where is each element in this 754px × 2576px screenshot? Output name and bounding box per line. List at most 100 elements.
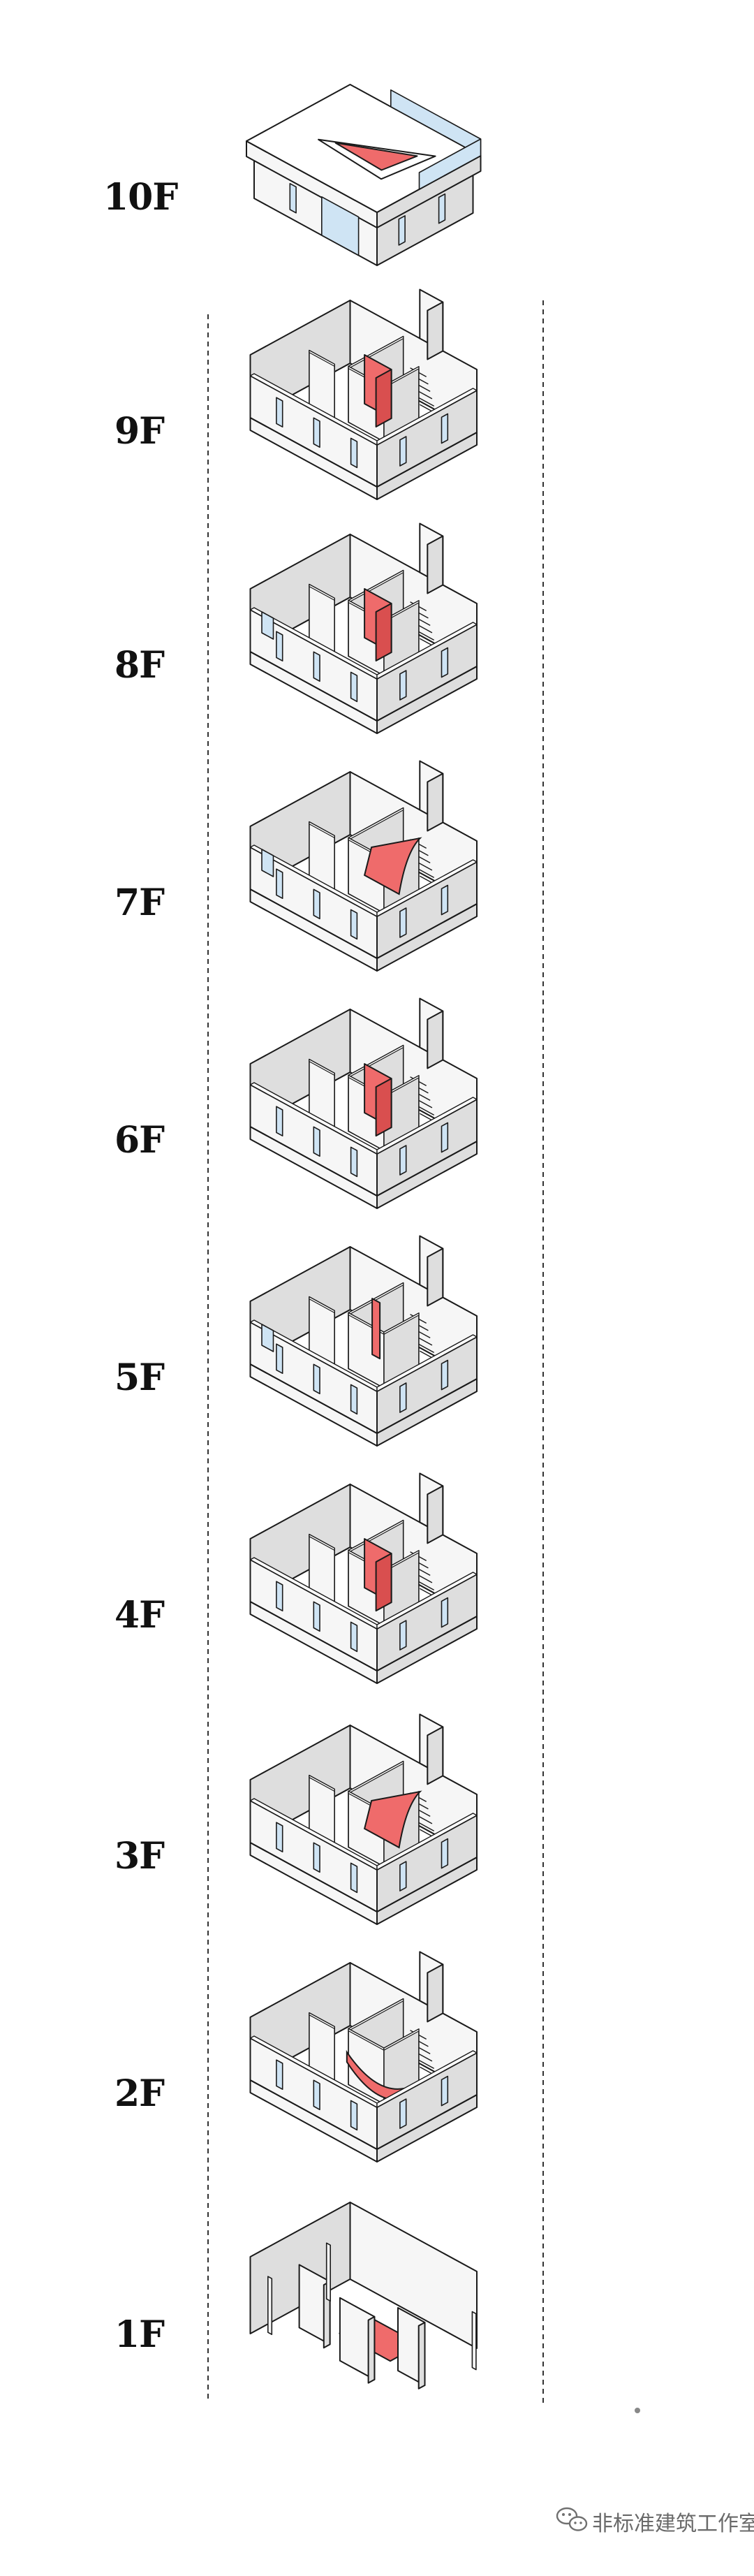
floor-label-1f: 1F <box>114 2313 165 2356</box>
floor-label-4f: 4F <box>114 1594 165 1637</box>
window <box>399 1620 407 1651</box>
stair-tower-side <box>427 535 444 594</box>
window <box>313 1126 320 1157</box>
stair-step <box>417 868 435 878</box>
wall-cap-right <box>376 859 478 917</box>
partition-cap <box>383 2028 420 2051</box>
watermark-text: 非标准建筑工作室 <box>592 2512 754 2536</box>
partition-cap <box>309 2012 335 2030</box>
window <box>313 1842 320 1873</box>
parapet-glass-side <box>418 138 482 190</box>
window <box>441 1359 449 1391</box>
floor-label-5f: 5F <box>114 1356 165 1399</box>
floor-6f <box>249 997 478 1209</box>
wall-cap-right <box>376 2050 478 2108</box>
window <box>350 2100 358 2131</box>
partition-cap <box>309 1058 335 1076</box>
vertical-guide-lines <box>207 300 544 2403</box>
floor-3f <box>249 1713 478 1925</box>
marker-dot <box>635 2408 640 2413</box>
window <box>441 1597 449 1628</box>
window <box>276 868 283 899</box>
window <box>441 2075 449 2107</box>
window <box>399 436 407 467</box>
floor-8f <box>249 522 478 734</box>
wall-cap-right <box>376 622 478 680</box>
floor-label-7f: 7F <box>114 881 165 924</box>
roof-entrance-glass <box>320 196 360 256</box>
stair-step <box>417 1822 435 1831</box>
wall-cap-right <box>376 1334 478 1392</box>
window <box>313 417 320 448</box>
stair-tower-side <box>427 1726 444 1785</box>
stair-tower-side <box>427 1247 444 1307</box>
stair-tower-side <box>427 773 444 832</box>
floor-9f <box>249 288 478 500</box>
accent-panel-side <box>375 369 392 427</box>
partition-cap <box>309 1296 335 1314</box>
floor-label-9f: 9F <box>114 410 165 453</box>
window <box>350 1621 358 1653</box>
window <box>313 2079 320 2111</box>
window <box>276 1822 283 1852</box>
floor-label-10f: 10F <box>103 176 178 219</box>
balcony-glass <box>261 849 274 877</box>
accent-curved-wall <box>363 837 422 895</box>
window <box>313 651 320 682</box>
wall-cap-right <box>376 1097 478 1155</box>
window <box>276 397 283 428</box>
wechat-icon <box>556 2507 588 2531</box>
window <box>350 1384 358 1415</box>
balcony-glass <box>261 1324 274 1352</box>
partition-cap <box>309 583 335 601</box>
ground-column <box>267 2276 273 2335</box>
window <box>276 1106 283 1136</box>
stair-step <box>417 1106 435 1115</box>
balcony-glass <box>261 611 274 640</box>
accent-panel-side <box>375 1553 392 1612</box>
window <box>399 1861 407 1891</box>
window <box>398 215 406 246</box>
stair-tower-side <box>427 1485 444 1544</box>
floor-2f <box>249 1951 478 2162</box>
floor-stack <box>246 84 640 2413</box>
floor-10f <box>246 84 482 266</box>
window <box>441 413 449 444</box>
floor-label-6f: 6F <box>114 1119 165 1162</box>
partition-cap <box>309 350 335 367</box>
window <box>399 1382 407 1413</box>
window <box>276 1581 283 1611</box>
floor-label-8f: 8F <box>114 644 165 687</box>
window <box>313 888 320 920</box>
stair-step <box>417 1343 435 1353</box>
watermark: 非标准建筑工作室 <box>556 2507 754 2536</box>
window <box>313 1601 320 1632</box>
window <box>441 884 449 916</box>
accent-column <box>371 1298 381 1360</box>
stair-tower-side <box>427 1010 444 1069</box>
accent-triangle-atrium <box>334 142 418 171</box>
ground-wall-block-side <box>367 2315 376 2384</box>
floor-label-2f: 2F <box>114 2072 165 2115</box>
accent-curved-wall <box>363 1790 422 1849</box>
ground-column <box>325 2242 332 2302</box>
window <box>276 1343 283 1374</box>
partition-cap <box>309 1775 335 1792</box>
wall-cap-right <box>376 388 478 446</box>
window <box>399 1145 407 1176</box>
partition-cap <box>309 821 335 839</box>
stair-tower-side <box>427 301 444 360</box>
window <box>441 1838 449 1869</box>
window <box>441 647 449 678</box>
window <box>289 182 297 214</box>
window <box>399 670 407 701</box>
floor-5f <box>249 1235 478 1447</box>
window <box>350 1146 358 1178</box>
window <box>276 2059 283 2090</box>
stair-step <box>417 1581 435 1590</box>
window <box>399 2098 407 2129</box>
stair-step <box>417 2059 435 2069</box>
partition-cap <box>309 1534 335 1551</box>
